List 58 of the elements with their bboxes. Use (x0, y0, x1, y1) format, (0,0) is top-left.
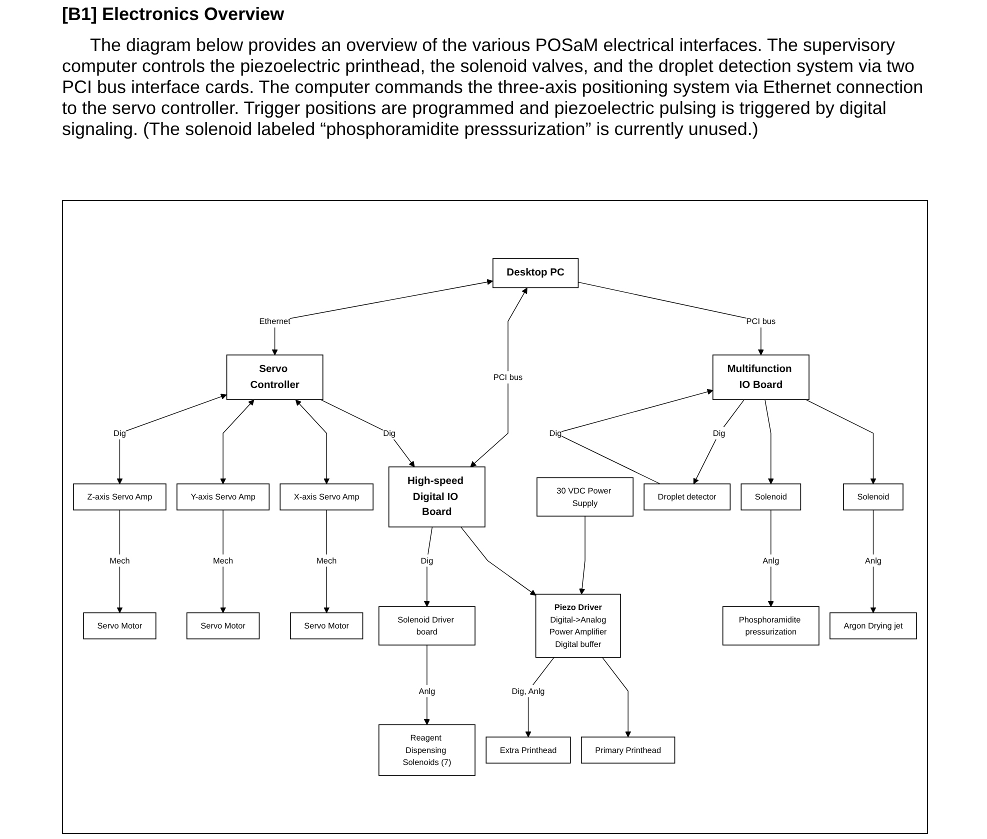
arrow (870, 510, 876, 614)
arrow (805, 399, 876, 484)
edge-label: Mech (212, 556, 234, 566)
node-box: Servo Motor (290, 612, 364, 640)
intro-paragraph: The diagram below provides an overview of the various POSaM electrical interfaces. The supervisory computer controls the piezoelectric printhead, the solenoid valves, and the droplet detection system via two PCI bus interface cards. The computer commands the three-axis positioning system via Ethernet connection to the servo controller. Trigger positions are programmed and piezoelectric pulsing is triggered by digital signaling. (The solenoid labeled “phosphoramidite presssurization” is currently unused.) (62, 35, 924, 140)
node-box: Solenoid Driver board (378, 606, 476, 646)
edge-label: Mech (110, 556, 130, 566)
edge-label: Ethernet (259, 316, 290, 326)
title: [B1] Electronics Overview (62, 4, 286, 25)
arrow (424, 526, 433, 607)
arrow (324, 510, 330, 614)
arrow (460, 526, 536, 596)
arrow (764, 399, 774, 484)
node-box: Solenoid (740, 483, 802, 510)
arrow (470, 288, 528, 468)
node-box: Reagent Dispensing Solenoids (7) (378, 724, 476, 776)
node-box: Argon Drying jet (830, 612, 917, 640)
edge-label: Anlg (418, 686, 436, 696)
edge-label: PCI bus (493, 372, 523, 382)
node-box: 30 VDC Power Supply (536, 477, 634, 517)
node-box: High-speed Digital IO Board (388, 466, 486, 528)
node-box: Servo Motor (83, 612, 156, 640)
edge-label: Anlg (762, 556, 780, 566)
edge-label: Dig (420, 556, 434, 566)
arrow (320, 399, 415, 468)
edge-label: Dig, Anlg (512, 686, 545, 696)
edge-label: Mech (316, 556, 337, 566)
node-box: Multifunction IO Board (712, 354, 810, 400)
arrow (220, 510, 226, 614)
arrow (579, 516, 586, 595)
node-box: Servo Controller (226, 354, 324, 400)
edge-label: PCI bus (746, 316, 776, 326)
arrow (768, 510, 774, 607)
arrow (116, 510, 123, 614)
arrow (220, 400, 254, 484)
arrow (602, 657, 632, 738)
node-box: Y-axis Servo Amp (176, 483, 270, 510)
node-box: Servo Motor (186, 612, 260, 640)
edge-label: Dig (712, 428, 726, 438)
edge-label: Dig (114, 428, 126, 438)
arrow (295, 400, 330, 484)
arrow (424, 644, 430, 725)
edge-label: Anlg (864, 556, 882, 566)
node-box: Phosphoramidite pressurization (722, 606, 820, 646)
arrow (693, 399, 745, 484)
node-box: Extra Printhead (486, 736, 571, 764)
edge-label: Dig (549, 428, 562, 438)
node-box: X-axis Servo Amp (280, 483, 374, 510)
node-box: Solenoid (843, 483, 904, 510)
node-box: Desktop PC (492, 258, 579, 288)
node-box: Piezo Driver Digital->Analog Power Amplifier Digital buffer (535, 594, 621, 658)
arrow (272, 279, 493, 356)
arrow (116, 394, 227, 484)
node-box: Droplet detector (644, 483, 731, 510)
node-box: Z-axis Servo Amp (73, 483, 166, 510)
edge-label: Dig (383, 428, 396, 438)
node-box: Primary Printhead (580, 736, 676, 764)
arrow (578, 282, 764, 356)
